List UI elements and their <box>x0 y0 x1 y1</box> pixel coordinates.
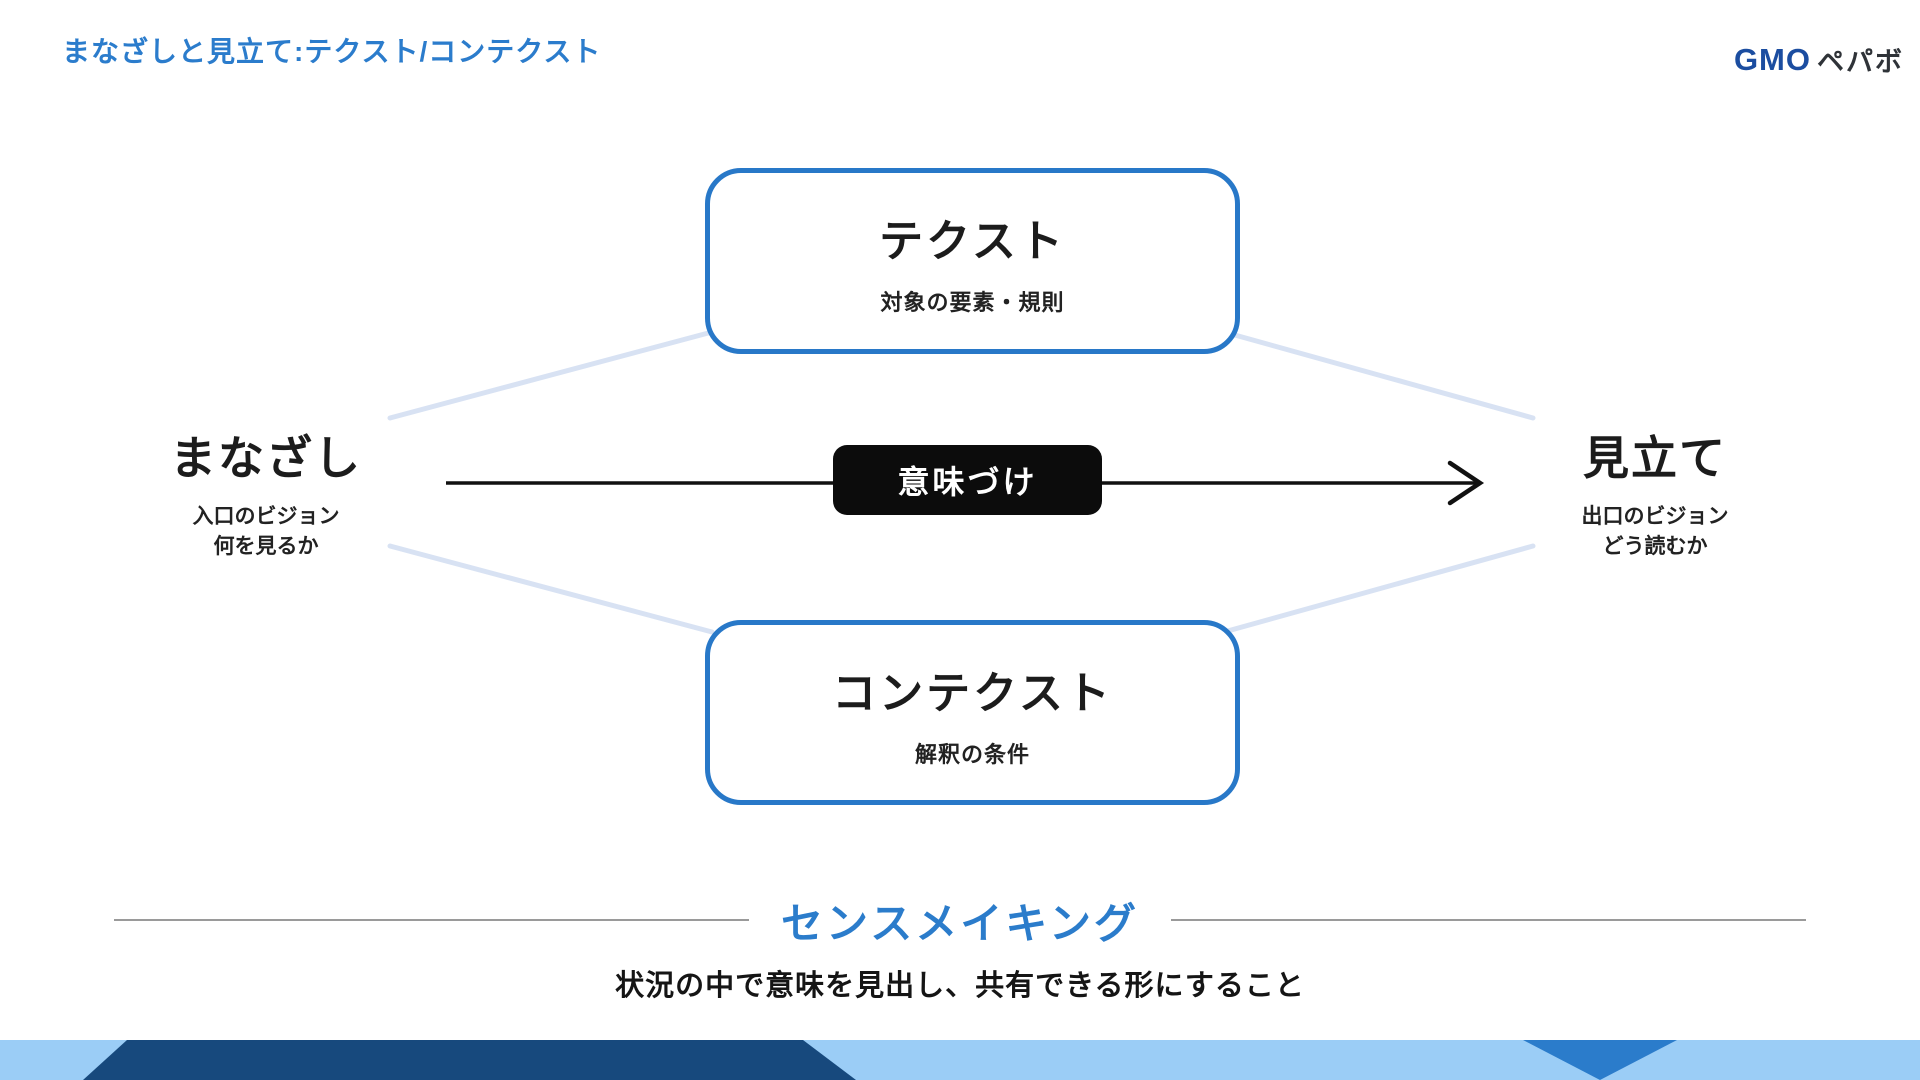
node-gaze-subtitle: 入口のビジョン 何を見るか <box>106 502 426 562</box>
arrow-head-icon <box>1447 460 1485 506</box>
node-gaze: まなざし 入口のビジョン 何を見るか <box>106 422 426 562</box>
sensemaking-left-rule <box>114 919 750 921</box>
node-meaning: 意味づけ <box>833 445 1102 515</box>
footer-navy-trapezoid <box>83 1040 856 1080</box>
pepabo-logo-text: ペパボ <box>1817 47 1904 77</box>
page-title: まなざしと見立て:テクスト/コンテクスト <box>62 36 602 67</box>
node-context-title: コンテクスト <box>832 668 1113 718</box>
node-meaning-title: 意味づけ <box>897 464 1038 500</box>
node-context: コンテクスト 解釈の条件 <box>705 620 1240 805</box>
node-reading-subtitle-line2: どう読むか <box>1602 535 1708 558</box>
sensemaking-heading-row: センスメイキング <box>114 896 1806 947</box>
sensemaking-heading: センスメイキング <box>781 899 1139 947</box>
sensemaking-right-rule <box>1170 919 1806 921</box>
node-gaze-title: まなざし <box>170 432 362 484</box>
node-reading-subtitle-line1: 出口のビジョン <box>1581 505 1729 528</box>
node-text-subtitle: 対象の要素・規則 <box>880 290 1065 315</box>
node-context-subtitle: 解釈の条件 <box>914 741 1030 767</box>
gmo-pepabo-logo: GMO ペパボ <box>1734 40 1904 79</box>
sensemaking-caption: 状況の中で意味を見出し、共有できる形にすること <box>615 970 1305 1002</box>
gmo-logo-text: GMO <box>1733 41 1811 77</box>
node-reading-subtitle: 出口のビジョン どう読むか <box>1495 502 1815 562</box>
node-gaze-subtitle-line2: 何を見るか <box>213 535 319 558</box>
connector-context-to-reading <box>1221 543 1536 635</box>
node-text-title: テクスト <box>879 217 1066 266</box>
connector-text-to-reading <box>1221 329 1536 421</box>
node-gaze-subtitle-line1: 入口のビジョン <box>192 505 340 528</box>
connector-gaze-to-context <box>387 543 715 635</box>
connector-gaze-to-text <box>387 329 715 421</box>
footer-blue-triangle <box>1523 1040 1677 1080</box>
node-text: テクスト 対象の要素・規則 <box>705 168 1240 354</box>
node-reading: 見立て 出口のビジョン どう読むか <box>1495 422 1815 562</box>
node-reading-title: 見立て <box>1583 432 1727 484</box>
